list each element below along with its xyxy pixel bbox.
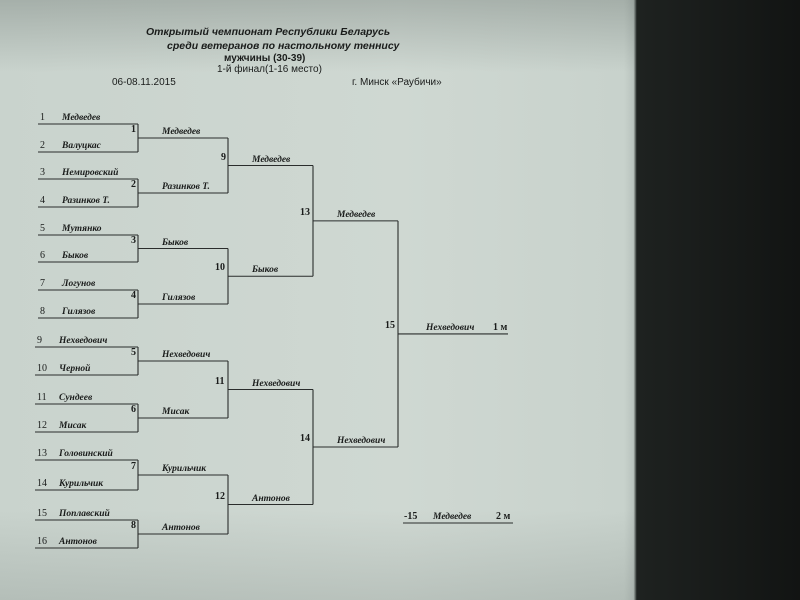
player-name: Логунов bbox=[62, 279, 96, 289]
runner-up-match: -15 bbox=[404, 511, 418, 522]
title-line-2: среди ветеранов по настольному теннису bbox=[167, 40, 400, 52]
match-winner: Антонов bbox=[252, 493, 290, 504]
player-name: Мутянко bbox=[62, 224, 102, 234]
player-name: Черной bbox=[59, 364, 91, 374]
player-seed: 4 bbox=[40, 195, 45, 206]
player-name: Курильчик bbox=[59, 479, 104, 489]
player-seed: 12 bbox=[37, 420, 47, 431]
player-seed: 6 bbox=[40, 250, 45, 261]
match-number: 9 bbox=[221, 151, 226, 163]
match-winner: Гилязов bbox=[162, 293, 196, 303]
player-name: Мисак bbox=[59, 421, 87, 431]
player-name: Антонов bbox=[59, 537, 97, 547]
runner-up-name: Медведев bbox=[433, 512, 472, 522]
match-winner: Антонов bbox=[162, 523, 200, 533]
player-seed: 9 bbox=[37, 335, 42, 346]
match-winner: Разинков Т. bbox=[162, 182, 210, 192]
player-seed: 14 bbox=[37, 478, 47, 489]
player-name: Медведев bbox=[62, 113, 101, 123]
match-number: 5 bbox=[131, 347, 136, 358]
match-winner: Быков bbox=[162, 237, 189, 248]
player-name: Поплавский bbox=[59, 509, 110, 519]
match-number: 13 bbox=[300, 206, 310, 218]
player-seed: 13 bbox=[37, 448, 47, 459]
match-winner: Курильчик bbox=[162, 464, 207, 474]
match-winner: Быков bbox=[252, 265, 279, 276]
player-seed: 8 bbox=[40, 306, 45, 317]
match-number: 6 bbox=[131, 404, 136, 415]
match-number: 8 bbox=[131, 520, 136, 531]
match-number: 14 bbox=[300, 433, 310, 444]
player-name: Немировский bbox=[62, 168, 119, 178]
runner-up-place: 2 м bbox=[496, 511, 511, 522]
match-winner: Медведев bbox=[162, 127, 201, 137]
match-winner: Нехведович bbox=[426, 322, 475, 333]
match-number: 4 bbox=[131, 290, 136, 301]
match-winner: Нехведович bbox=[252, 378, 301, 389]
player-seed: 2 bbox=[40, 140, 45, 151]
match-winner: Нехведович bbox=[162, 350, 211, 360]
player-seed: 16 bbox=[37, 536, 47, 547]
player-name: Нехведович bbox=[59, 336, 108, 346]
player-seed: 15 bbox=[37, 508, 47, 519]
venue: г. Минск «Раубичи» bbox=[352, 77, 442, 88]
category: мужчины (30-39) bbox=[224, 53, 306, 64]
player-name: Головинский bbox=[59, 449, 113, 459]
match-number: 1 bbox=[131, 124, 136, 135]
player-name: Валуцкас bbox=[62, 141, 101, 151]
player-seed: 1 bbox=[40, 112, 45, 123]
place-label: 1 м bbox=[493, 321, 508, 333]
match-winner: Мисак bbox=[162, 407, 190, 417]
player-seed: 3 bbox=[40, 167, 45, 178]
match-number: 10 bbox=[215, 262, 225, 274]
stage: 1-й финал(1-16 место) bbox=[217, 64, 322, 75]
player-seed: 11 bbox=[37, 392, 47, 403]
match-winner: Медведев bbox=[337, 209, 376, 220]
match-winner: Медведев bbox=[252, 154, 291, 165]
match-winner: Нехведович bbox=[337, 436, 386, 446]
player-name: Сундеев bbox=[59, 393, 93, 403]
match-number: 2 bbox=[131, 179, 136, 190]
player-seed: 7 bbox=[40, 278, 45, 289]
match-number: 15 bbox=[385, 319, 395, 331]
player-seed: 5 bbox=[40, 223, 45, 234]
player-seed: 10 bbox=[37, 363, 47, 374]
title-line-1: Открытый чемпионат Республики Беларусь bbox=[146, 26, 391, 38]
player-name: Быков bbox=[62, 251, 89, 261]
match-number: 3 bbox=[131, 234, 136, 246]
match-number: 11 bbox=[215, 375, 225, 387]
player-name: Разинков Т. bbox=[62, 196, 110, 206]
dates: 06-08.11.2015 bbox=[112, 77, 176, 88]
match-number: 12 bbox=[215, 490, 225, 502]
player-name: Гилязов bbox=[62, 307, 96, 317]
match-number: 7 bbox=[131, 461, 136, 472]
